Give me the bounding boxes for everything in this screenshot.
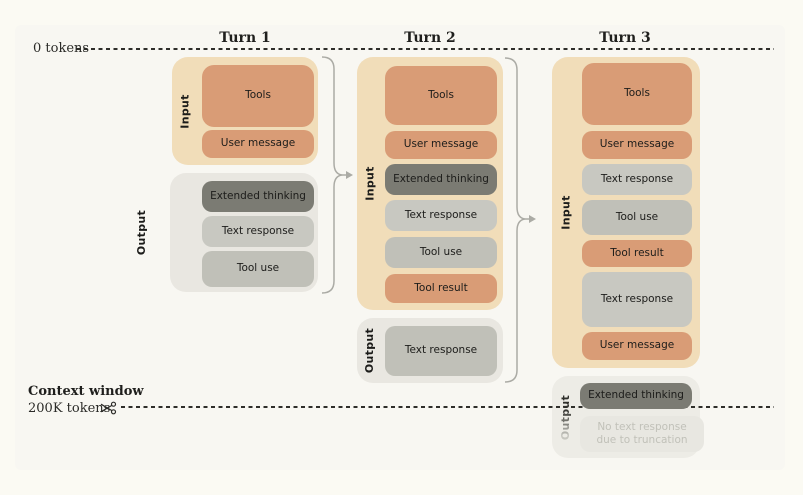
- block-extended-thinking: Extended thinking: [385, 164, 497, 195]
- zero-tokens-label: 0 tokens: [33, 41, 90, 56]
- turn3-output-label: Output: [559, 394, 573, 440]
- block-no-text-response: No text response due to truncation: [580, 416, 704, 452]
- context-window-subtitle: 200K tokens: [28, 401, 111, 416]
- block-user-message: User message: [582, 131, 692, 159]
- turn1-title: Turn 1: [219, 30, 271, 46]
- scissors-icon: [100, 401, 117, 415]
- block-text-response: Text response: [582, 272, 692, 327]
- turn3-title: Turn 3: [599, 30, 651, 46]
- block-tool-result: Tool result: [582, 240, 692, 267]
- turn2-input-label: Input: [363, 166, 377, 201]
- block-tools: Tools: [385, 66, 497, 125]
- block-tools: Tools: [582, 63, 692, 125]
- turn3-input-label: Input: [559, 195, 573, 230]
- context-window-title: Context window: [28, 384, 144, 399]
- turn1-input-label: Input: [178, 93, 192, 129]
- block-tool-use: Tool use: [582, 200, 692, 235]
- zero-tokens-line: [76, 48, 774, 50]
- block-user-message: User message: [582, 332, 692, 360]
- turn1-to-turn2-arrow: [321, 56, 353, 294]
- block-text-response: Text response: [385, 200, 497, 231]
- block-extended-thinking: Extended thinking: [580, 383, 692, 409]
- block-extended-thinking: Extended thinking: [202, 181, 314, 212]
- turn1-output-label: Output: [135, 209, 149, 256]
- block-tools: Tools: [202, 65, 314, 127]
- block-tool-use: Tool use: [385, 237, 497, 268]
- block-user-message: User message: [385, 131, 497, 159]
- block-text-response: Text response: [385, 326, 497, 376]
- block-text-response: Text response: [202, 216, 314, 247]
- turn2-to-turn3-arrow: [504, 57, 536, 383]
- turn2-title: Turn 2: [404, 30, 456, 46]
- context-window-line: [121, 406, 774, 408]
- block-tool-use: Tool use: [202, 251, 314, 287]
- block-tool-result: Tool result: [385, 274, 497, 303]
- turn2-output-label: Output: [363, 327, 377, 374]
- block-text-response: Text response: [582, 164, 692, 195]
- block-user-message: User message: [202, 130, 314, 158]
